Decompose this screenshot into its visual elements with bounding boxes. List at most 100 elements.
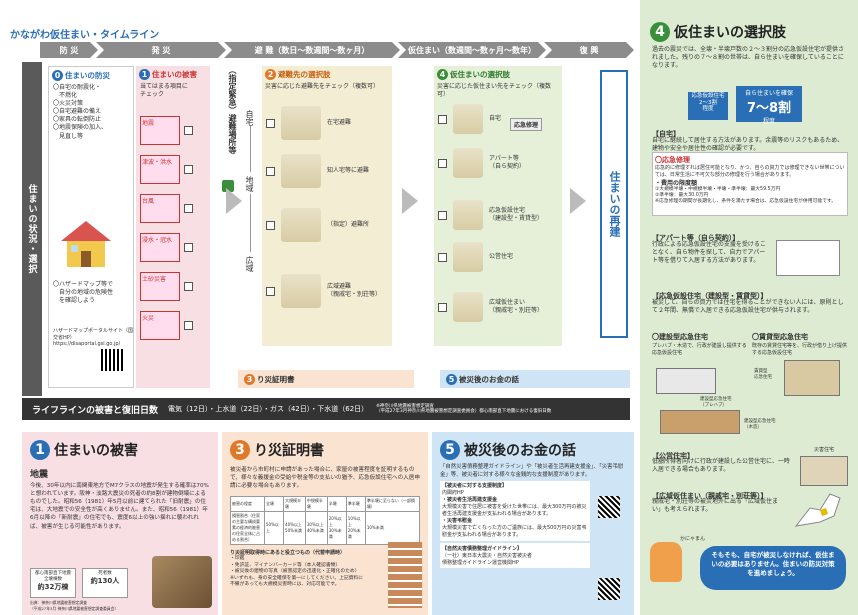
damage-checkbox[interactable]	[184, 282, 193, 291]
region-home: 自宅	[245, 110, 254, 126]
damage-checkbox[interactable]	[184, 243, 193, 252]
support-text: 大規模災害で住居に被害を受けた世帯には、最大300万円の被災者生活再建支援金が支…	[442, 504, 587, 518]
list-item: 〇自宅の耐震化・	[53, 84, 102, 91]
mascot-name: かにゃまん	[680, 536, 706, 542]
evac-option: （指定）避難所	[266, 208, 388, 242]
table-cell: 10%以上 20%未満	[345, 511, 366, 546]
section-title: り災証明書	[254, 443, 324, 459]
temp-label: アパート等 （自ら契約）	[489, 154, 526, 170]
bar-label: り災証明書	[257, 374, 295, 384]
damage-checkbox[interactable]	[184, 321, 193, 330]
table-cell: 50%以上	[263, 511, 285, 546]
document-icon	[776, 240, 840, 276]
fee-line: ※応急修理の期間が長期化し、条件を満たす場合は、応急仮設住宅が併用可能です。	[655, 199, 837, 205]
qr-code[interactable]	[101, 349, 123, 371]
panel-title: 仮住まいの選択肢	[450, 70, 510, 79]
guideline-text[interactable]: （一社）東日本大震災・自然災害被災者 債務整理ガイドライン運営機関HP	[442, 553, 533, 567]
repair-text: 応急的に修理すれば居住可能となり、かつ、自らの資力では修理できない世帯については…	[655, 165, 845, 178]
temp-checkbox[interactable]	[438, 114, 447, 124]
evac-checkbox[interactable]	[266, 220, 275, 230]
damage-list: 地震 津波・洪水 台風 浸水・冠水 土砂災害 火災	[140, 116, 193, 340]
table-cell: 損害割合（住家の主要な構成要素の経済的被害の住家全体に占める割合）	[230, 511, 265, 546]
rent-type-title: 〇賃貸型応急住宅	[752, 333, 808, 341]
rebuild-label: 住まいの再建	[600, 70, 628, 338]
fee-line: ①大規模半壊・中規模半壊・半壊・準半壊：最大59.5万円	[655, 187, 781, 192]
damage-label: 地震	[140, 116, 180, 145]
phase-evacuation: 避 難（数日〜数週間〜数ヶ月）	[224, 42, 400, 58]
table-cell: 準半壊に至らない（一部損壊）	[364, 496, 421, 513]
fee-list: ①大規模半壊・中規模半壊・半壊・準半壊：最大59.5万円 ②準半壊：最大30.0…	[655, 187, 845, 206]
num-1-large: 1	[30, 440, 50, 460]
temp-checkbox[interactable]	[438, 210, 447, 220]
evac-option: 知人宅等に避難	[266, 154, 388, 188]
evac-checkbox[interactable]	[266, 286, 275, 296]
badge-big: 7〜8割	[746, 101, 792, 116]
evac-label: 広域避難 （親戚宅・別荘等）	[327, 282, 382, 298]
temp-option: アパート等 （自ら契約）	[438, 148, 525, 178]
mascot-icon	[650, 542, 682, 582]
wide-text: 親戚宅・別荘等の被災地外に出る「広域仮住まい」も考えられます。	[652, 498, 779, 514]
page-title: かながわ仮住まい・タイムライン	[10, 30, 160, 41]
label-build1: 建設型応急住宅 （プレハブ）	[700, 397, 732, 408]
divider	[250, 194, 251, 252]
table-cell: 30%以上 40%未満	[304, 511, 328, 546]
money-intro: 「自然災害債務整理ガイドライン」や「被災者生活再建支援金」、「災害弔慰金」等、被…	[440, 464, 624, 478]
support-link[interactable]: 内閣府HP	[442, 490, 464, 497]
evac-checkbox[interactable]	[266, 118, 275, 128]
label-disaster-house: 災害住宅	[814, 447, 835, 453]
arrow-right-icon	[570, 188, 586, 214]
build-type: 〇建設型応急住宅プレハブ・木造で、行政が建設し提供する応急仮設住宅	[652, 332, 748, 356]
damage-item: 台風	[140, 194, 193, 223]
temp-option: 公営住宅	[438, 242, 513, 272]
damage-label: 火災	[140, 311, 180, 340]
damage-item: 地震	[140, 116, 193, 145]
house-icon	[57, 217, 115, 271]
table-cell: 中規模半壊	[304, 496, 328, 513]
num-5: 5	[446, 373, 457, 385]
table-cell: 10%未満	[364, 511, 421, 546]
damage-checkbox[interactable]	[184, 126, 193, 135]
repair-box: 〇応急修理 応急的に修理すれば居住可能となり、かつ、自らの資力では修理できない世…	[652, 152, 848, 216]
section-title: 被災後のお金の話	[464, 443, 576, 459]
note-title: り災証明取得時にあると役立つもの（代替申請時）	[230, 550, 346, 557]
temp-desc: 災害に応じた仮住まい先をチェック（複数可）	[437, 83, 552, 99]
damage-checkbox[interactable]	[184, 165, 193, 174]
note-item: ・印鑑	[230, 556, 245, 562]
temp-label: 自宅	[489, 114, 502, 122]
home-text: 自宅に継続して居住する方法があります。余震等のリスクもあるため、建物や安全や居住…	[652, 137, 844, 153]
damage-label: 土砂災害	[140, 272, 180, 301]
source-text: 出典：神奈川県地震被害想定調査 （平成27年3月 神奈川県地震被害想定調査委員会…	[30, 600, 119, 611]
note-item: ※いずれも、身の安全確保を第一にしてください。上記資料に不備があっても大規模災害…	[230, 575, 364, 588]
temp-checkbox[interactable]	[438, 302, 447, 312]
damage-desc: 当てはまる項目に チェック	[140, 83, 188, 99]
left-badge: 応急仮設住宅 2〜3割 程度	[688, 92, 728, 120]
num-4-large: 4	[650, 22, 670, 42]
evac-label: 在宅避難	[327, 118, 352, 126]
sidebar-label: 住まいの状況・選択	[22, 62, 42, 396]
num-3-large: 3	[230, 440, 250, 460]
wooden-house-icon	[660, 410, 740, 434]
phase-temporary: 仮住まい（数週間〜数ヶ月〜数年）	[398, 42, 546, 58]
prefab-house-icon	[656, 368, 716, 394]
lifeline-title: ライフラインの被害と復旧日数	[32, 405, 159, 416]
temp-checkbox[interactable]	[438, 158, 447, 168]
speech-bubble: そもそも、自宅が被災しなければ、仮住まいの必要はありません。住まいの防災対策を進…	[700, 546, 846, 590]
rent-type: 〇賃貸型応急住宅既存の賃貸住宅等を、行政が借り上げ提供する応急仮設住宅	[752, 332, 848, 356]
evac-checkbox[interactable]	[266, 166, 275, 176]
damage-label: 浸水・冠水	[140, 233, 180, 262]
table-cell: 40%以上 50%未満	[283, 511, 306, 546]
qr-code[interactable]	[598, 578, 620, 600]
damage-checkbox[interactable]	[184, 204, 193, 213]
support-box: 【被災者に対する支援制度】 内閣府HP ・被災者生活再建支援金 大規模災害で住居…	[440, 481, 590, 542]
temp-checkbox[interactable]	[438, 252, 447, 262]
prevention-list: 〇自宅の耐震化・ 不燃化 〇火災対策 〇自宅避難の備え 〇家具の転倒防止 〇地震…	[49, 84, 133, 141]
damage-label: 台風	[140, 194, 180, 223]
guideline-box: 【自然災害債務整理ガイドライン】 （一社）東日本大震災・自然災害被災者 債務整理…	[440, 543, 590, 569]
heading-home: 【自宅】	[652, 130, 680, 138]
temp-label: 広域仮住まい （親戚宅・別荘等）	[489, 298, 544, 314]
stat-box: 死者数約130人	[82, 568, 128, 598]
qr-code[interactable]	[598, 496, 620, 518]
